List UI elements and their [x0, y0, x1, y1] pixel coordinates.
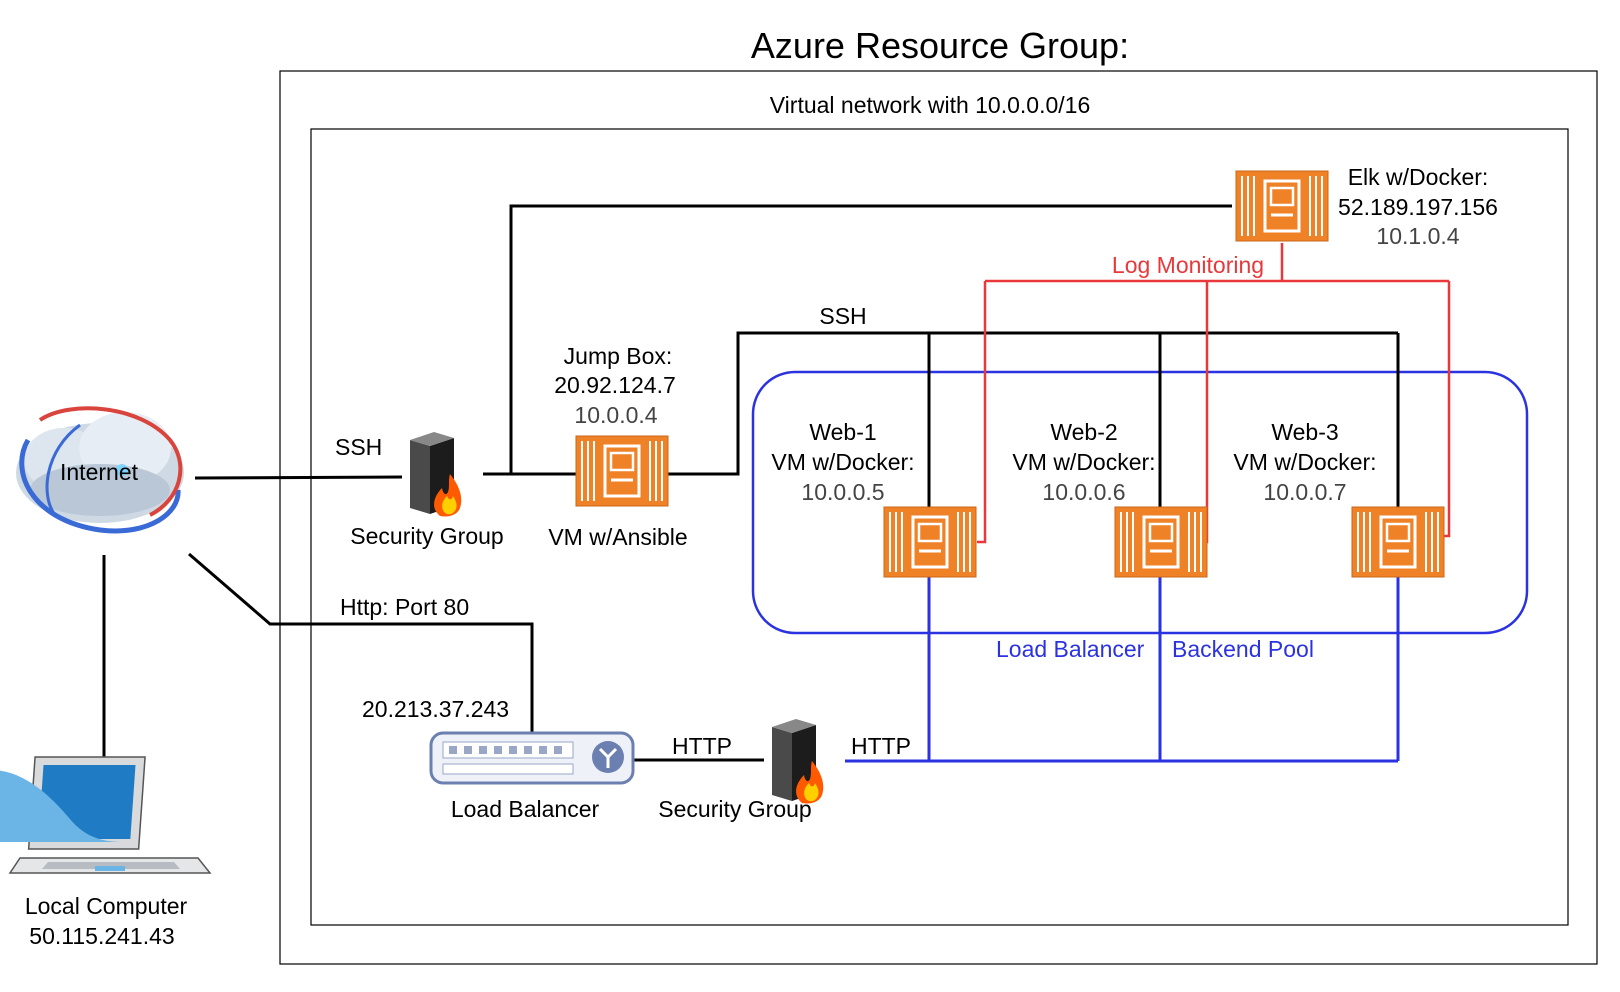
backend-pool-frame: [751, 370, 1529, 635]
laptop-icon: [0, 756, 212, 874]
resource-group-frame: [279, 70, 1598, 965]
jumpbox-public-ip: 20.92.124.7: [554, 372, 676, 398]
web1-ip: 10.0.0.5: [801, 479, 885, 505]
backend-pool-lines: [845, 574, 1400, 763]
pool-label-left: Load Balancer: [996, 636, 1145, 662]
web1-type: VM w/Docker:: [771, 449, 915, 475]
load-balancer-icon: [429, 731, 635, 785]
vnet-label: Virtual network with 10.0.0.0/16: [769, 92, 1091, 118]
web2-vm-icon: [1113, 505, 1209, 579]
jumpbox-to-elk-line: [509, 204, 1232, 474]
internet-label: Internet: [60, 459, 138, 485]
web3-name: Web-3: [1271, 419, 1339, 445]
local-computer-ip: 50.115.241.43: [29, 923, 175, 949]
web2-ip: 10.0.0.6: [1042, 479, 1126, 505]
web2-name: Web-2: [1050, 419, 1118, 445]
ssh-bus-line: [668, 331, 1398, 476]
elk-vm-icon: [1234, 169, 1330, 243]
internet-to-firewall-line: [194, 475, 403, 480]
ssh-bus-label: SSH: [819, 303, 867, 329]
local-computer-name: Local Computer: [24, 893, 188, 919]
ssh-firewall-icon: [410, 432, 462, 517]
web2-type: VM w/Docker:: [1012, 449, 1156, 475]
web3-vm-icon: [1350, 505, 1446, 579]
jumpbox-private-ip: 10.0.0.4: [574, 402, 658, 428]
http-port-label: Http: Port 80: [340, 594, 470, 620]
jumpbox-vm-icon: [574, 434, 670, 508]
load-balancer-name: Load Balancer: [450, 796, 600, 822]
load-balancer-ip: 20.213.37.243: [362, 696, 510, 722]
http-firewall-icon: [772, 719, 824, 804]
http-left-label: HTTP: [671, 733, 733, 759]
elk-public-ip: 52.189.197.156: [1338, 194, 1498, 220]
pool-label-right: Backend Pool: [1172, 636, 1314, 662]
jumpbox-title: Jump Box:: [563, 343, 673, 369]
http-right-label: HTTP: [850, 733, 912, 759]
elk-title: Elk w/Docker:: [1347, 164, 1489, 190]
ssh-conn-label: SSH: [335, 434, 383, 460]
web3-ip: 10.0.0.7: [1263, 479, 1347, 505]
diagram-title: Azure Resource Group:: [750, 25, 1130, 66]
jumpbox-name: VM w/Ansible: [548, 524, 688, 550]
http-security-group-label: Security Group: [658, 796, 812, 822]
ssh-security-group-label: Security Group: [350, 523, 504, 549]
web1-name: Web-1: [809, 419, 877, 445]
elk-private-ip: 10.1.0.4: [1376, 223, 1460, 249]
web1-vm-icon: [882, 505, 978, 579]
web3-type: VM w/Docker:: [1233, 449, 1377, 475]
log-monitoring-label: Log Monitoring: [1111, 252, 1265, 278]
black-connections: [102, 204, 1400, 762]
vnet-frame: [310, 128, 1569, 926]
internet-to-lb-line: [188, 552, 534, 732]
internet-cloud-icon: [16, 406, 184, 534]
